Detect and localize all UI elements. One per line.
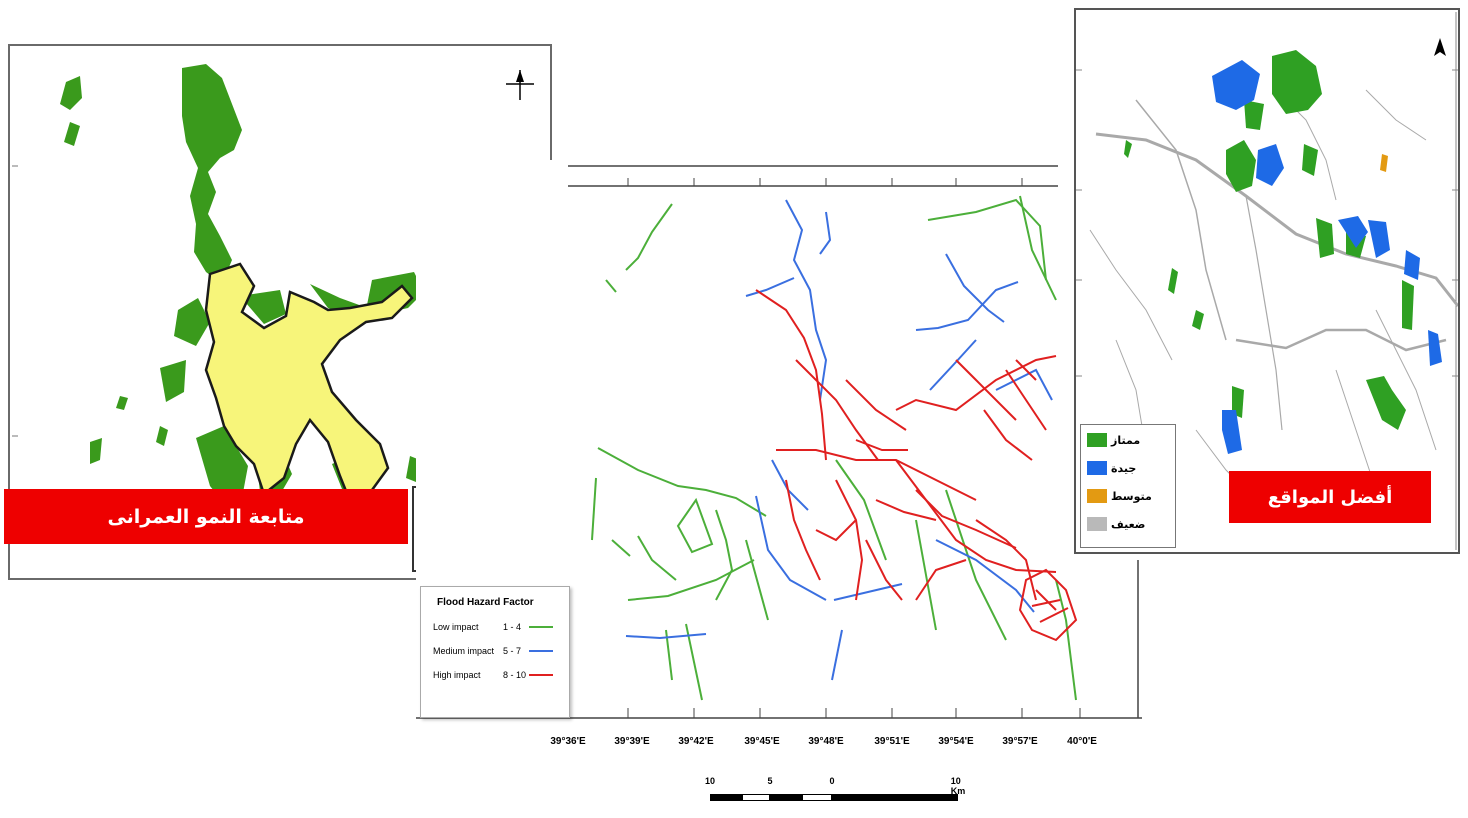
longitude-tick: 39°54'E	[938, 736, 974, 747]
flood-legend-row-low: Low impact 1 - 4	[433, 622, 569, 632]
legend-swatch-medium	[1087, 489, 1107, 503]
excellent-sites	[1124, 50, 1414, 430]
longitude-tick: 39°57'E	[1002, 736, 1038, 747]
high-impact-streams	[755, 289, 1078, 642]
flood-legend-range: 5 - 7	[503, 646, 522, 656]
legend-swatch-good	[1087, 461, 1107, 475]
north-arrow-icon	[506, 70, 534, 100]
scale-segment	[710, 794, 742, 801]
flood-legend-name: Low impact	[433, 622, 479, 632]
medium-impact-streams	[625, 199, 1053, 681]
flood-legend-name: Medium impact	[433, 646, 495, 656]
legend-label: جيدة	[1111, 461, 1137, 475]
medium-sites	[1380, 154, 1388, 172]
urban-growth-label: متابعة النمو العمرانى	[4, 489, 408, 544]
flood-legend-line-low	[529, 626, 553, 628]
best-sites-label: أفضل المواقع	[1229, 471, 1431, 523]
flood-legend-line-medium	[529, 650, 553, 652]
scale-segment	[770, 794, 802, 801]
longitude-tick: 39°48'E	[808, 736, 844, 747]
best-sites-legend: ممتاز جيدة متوسط ضعيف	[1080, 424, 1176, 548]
best-sites-legend-row: ممتاز	[1081, 427, 1175, 453]
flood-legend-title: Flood Hazard Factor	[437, 597, 534, 608]
longitude-axis-labels: 39°36'E 39°39'E 39°42'E 39°45'E 39°48'E …	[536, 736, 1136, 752]
longitude-tick: 39°45'E	[744, 736, 780, 747]
scale-segment	[802, 794, 832, 801]
legend-label: ضعيف	[1111, 517, 1146, 531]
flood-legend-name: High impact	[433, 670, 481, 680]
scale-segment	[832, 794, 958, 801]
low-impact-streams	[591, 195, 1077, 701]
longitude-tick: 40°0'E	[1067, 736, 1097, 747]
scale-label: 0	[829, 776, 835, 786]
longitude-tick: 39°42'E	[678, 736, 714, 747]
growth-1990-area	[204, 262, 414, 498]
scale-bar: 10 5 0 10 Km	[704, 776, 966, 806]
best-sites-legend-row: ضعيف	[1081, 511, 1175, 537]
flood-legend-range: 8 - 10	[503, 670, 527, 680]
flood-legend-row-medium: Medium impact 5 - 7	[433, 646, 569, 656]
flood-legend-line-high	[529, 674, 553, 676]
scale-segment	[742, 794, 770, 801]
best-sites-legend-row: متوسط	[1081, 483, 1175, 509]
legend-label: متوسط	[1111, 489, 1152, 503]
legend-swatch-excellent	[1087, 433, 1107, 447]
scale-label: 10 Km	[950, 776, 966, 796]
longitude-tick: 39°36'E	[550, 736, 586, 747]
longitude-tick: 39°39'E	[614, 736, 650, 747]
good-sites	[1212, 60, 1442, 454]
scale-label: 10	[704, 776, 716, 786]
flood-hazard-map-canvas	[416, 165, 1142, 719]
scale-label: 5	[767, 776, 773, 786]
legend-label: ممتاز	[1111, 433, 1141, 447]
best-sites-legend-row: جيدة	[1081, 455, 1175, 481]
north-arrow-icon	[1434, 38, 1446, 56]
flood-legend-row-high: High impact 8 - 10	[433, 670, 569, 680]
legend-swatch-weak	[1087, 517, 1107, 531]
flood-legend-range: 1 - 4	[503, 622, 522, 632]
flood-hazard-legend: Flood Hazard Factor Low impact 1 - 4 Med…	[420, 586, 570, 718]
longitude-tick: 39°51'E	[874, 736, 910, 747]
best-sites-map-canvas	[1076, 12, 1458, 550]
